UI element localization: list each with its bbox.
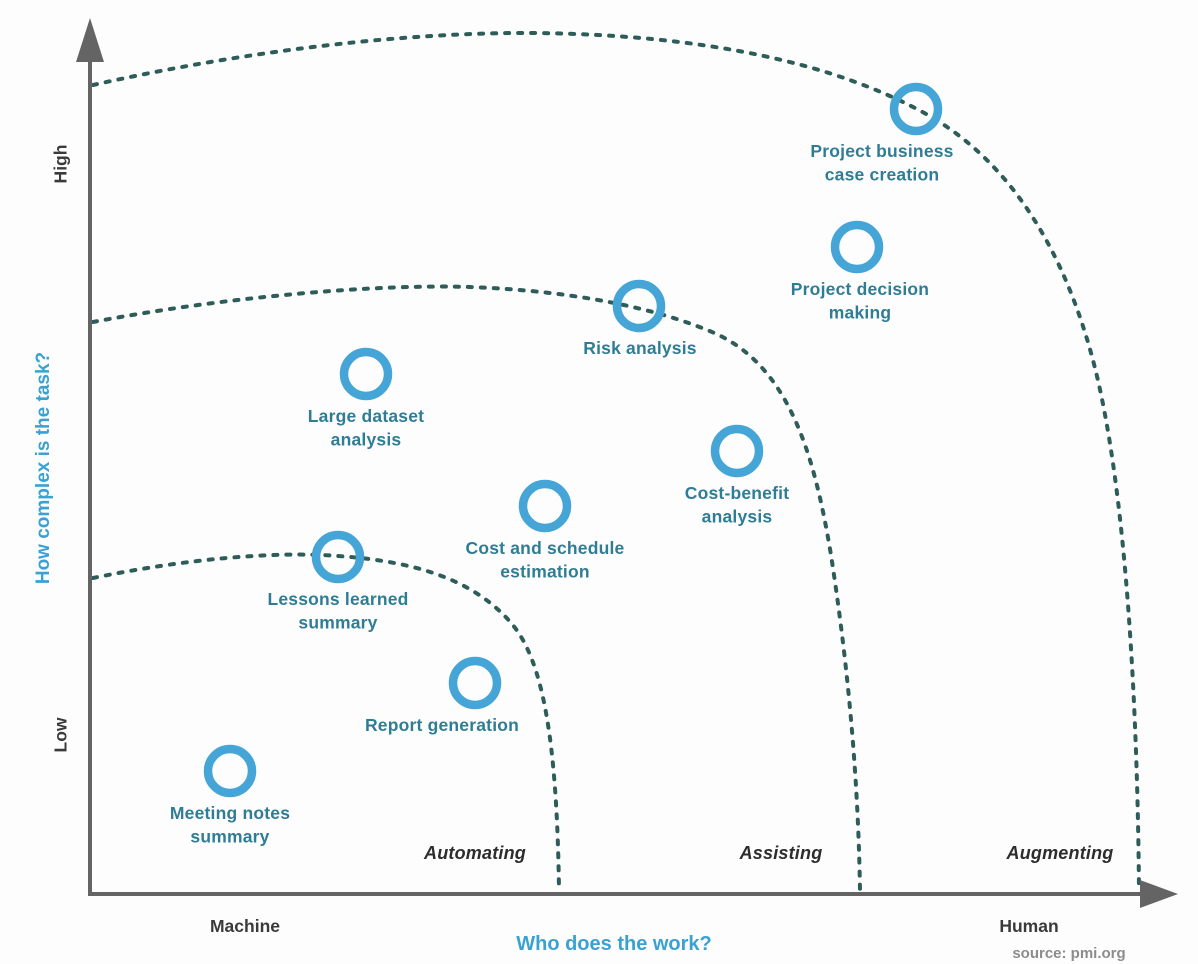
zone-boundary-automating xyxy=(91,552,561,893)
zone-boundary-assisting xyxy=(91,284,862,893)
zone-label-augmenting: Augmenting xyxy=(1006,843,1114,863)
y-axis-arrowhead xyxy=(76,18,104,62)
x-axis-arrowhead xyxy=(1140,880,1178,908)
data-point-risk-analysis: Risk analysis xyxy=(583,279,697,358)
point-label-report-generation: Report generation xyxy=(365,715,519,735)
zone-boundaries xyxy=(91,30,1141,893)
data-point-report-generation: Report generation xyxy=(365,656,519,735)
x-axis-title: Who does the work? xyxy=(516,933,712,955)
point-circle-risk-analysis xyxy=(612,279,666,333)
point-circle-cost-benefit-analysis xyxy=(710,424,764,478)
y-axis-min-label: Low xyxy=(50,717,71,753)
source-attribution: source: pmi.org xyxy=(1012,945,1126,962)
y-axis-max-label: High xyxy=(50,144,71,184)
point-circle-lessons-learned-summary xyxy=(311,530,365,584)
x-axis-min-label: Machine xyxy=(209,916,281,936)
zone-boundary-augmenting xyxy=(91,30,1141,893)
point-circle-cost-and-schedule-estimation xyxy=(518,479,572,533)
zone-label-automating: Automating xyxy=(424,843,526,863)
zone-label-assisting: Assisting xyxy=(739,843,823,863)
axes xyxy=(76,18,1178,908)
point-circle-meeting-notes-summary xyxy=(203,744,257,798)
point-circle-report-generation xyxy=(448,656,502,710)
x-axis-max-label: Human xyxy=(999,916,1059,936)
point-circle-large-dataset-analysis xyxy=(339,347,393,401)
point-circle-project-decision-making xyxy=(830,220,884,274)
point-circle-project-business-case-creation xyxy=(889,82,943,136)
y-axis-title: How complex is the task? xyxy=(33,351,54,585)
point-label-risk-analysis: Risk analysis xyxy=(583,338,697,358)
